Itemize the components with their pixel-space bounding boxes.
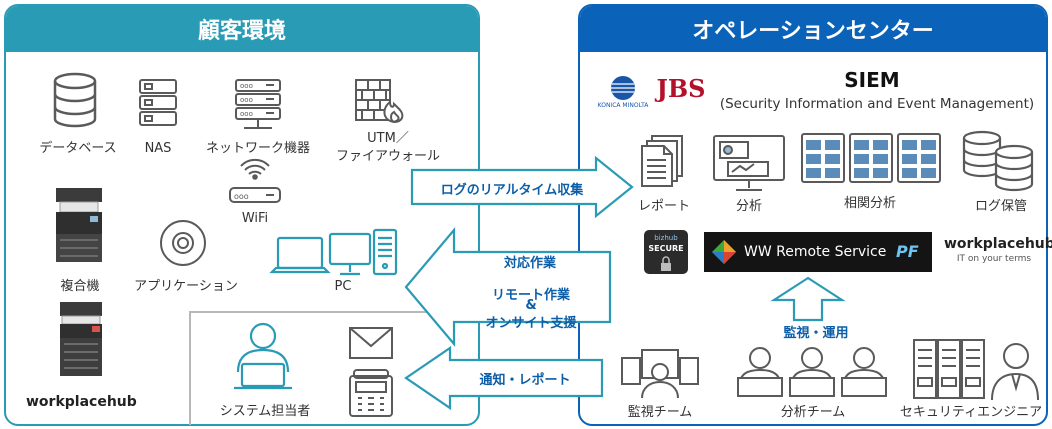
ww-remote-service-logo: WW Remote Service PF <box>704 232 932 272</box>
pc-label: PC <box>334 279 352 294</box>
application-label: アプリケーション <box>134 279 238 294</box>
system-admin-icon <box>234 322 292 390</box>
workplace-hub-tagline: IT on your terms <box>956 254 1032 264</box>
svg-text:ooo: ooo <box>240 96 253 104</box>
wifi-router-icon: ooo <box>229 158 281 203</box>
security-engineer-label: セキュリティエンジニア <box>899 405 1043 420</box>
analysis-monitor-icon <box>713 135 785 191</box>
ww-remote-pf-text: PF <box>896 242 919 261</box>
correlation-analysis-icon <box>801 133 941 183</box>
utm-label-2: ファイアウォール <box>335 149 440 164</box>
remote-line2: & <box>525 298 537 313</box>
remote-line3: オンサイト支援 <box>485 316 577 331</box>
nas-label: NAS <box>144 141 172 156</box>
notify-label: 通知・レポート <box>479 373 571 388</box>
jbs-logo: JBS <box>656 74 706 103</box>
log-storage-label: ログ保管 <box>974 199 1027 214</box>
correlation-analysis-label: 相関分析 <box>843 196 896 211</box>
mail-icon <box>349 327 393 359</box>
ww-remote-emblem-icon <box>712 240 736 264</box>
response-label: 対応作業 <box>503 256 556 271</box>
monitor-ops-up-arrow <box>770 276 846 322</box>
system-admin-label: システム担当者 <box>219 404 311 419</box>
workplace-hub-device-icon <box>60 302 102 376</box>
network-equipment-label: ネットワーク機器 <box>205 141 310 156</box>
report-documents-icon <box>641 135 683 187</box>
analysis-team-label: 分析チーム <box>780 405 846 420</box>
pc-icon <box>269 228 398 276</box>
nas-icon <box>139 79 177 126</box>
svg-text:ooo: ooo <box>240 82 253 90</box>
bizhub-secure-logo: bizhub SECURE <box>644 230 688 274</box>
konica-minolta-text: KONICA MINOLTA <box>597 102 649 109</box>
network-equipment-icon: ooo ooo ooo <box>235 79 281 129</box>
wifi-label: WiFi <box>241 211 269 226</box>
monitoring-team-icon <box>621 349 699 399</box>
database-label: データベース <box>39 141 117 156</box>
log-storage-icon <box>962 130 1034 192</box>
database-icon <box>53 72 97 128</box>
bizhub-secure-line1: bizhub <box>654 234 678 242</box>
monitor-ops-label: 監視・運用 <box>783 326 849 341</box>
security-engineer-icon <box>913 339 1039 401</box>
analysis-team-icon <box>737 347 887 397</box>
utm-label-1: UTM／ <box>367 131 409 146</box>
monitoring-team-label: 監視チーム <box>627 405 693 420</box>
firewall-icon <box>355 79 404 124</box>
log-collection-label: ログのリアルタイム収集 <box>440 183 584 198</box>
siem-subtitle: (Security Information and Event Manageme… <box>719 96 1035 112</box>
operation-panel-title: オペレーションセンター <box>580 6 1046 52</box>
svg-text:ooo: ooo <box>234 192 249 201</box>
ww-remote-service-text: WW Remote Service <box>744 244 887 260</box>
report-label: レポート <box>637 199 690 214</box>
konica-minolta-logo <box>611 76 635 100</box>
lock-icon <box>661 256 671 271</box>
application-disc-icon <box>160 220 206 266</box>
mfp-printer-icon <box>56 188 102 262</box>
analysis-label: 分析 <box>735 199 762 214</box>
remote-line1: リモート作業 <box>491 288 570 303</box>
notify-arrow <box>404 345 604 411</box>
log-collection-arrow <box>410 155 634 219</box>
phone-icon <box>349 369 393 417</box>
workplace-hub-logo-customer: workplacehub <box>26 394 137 410</box>
svg-text:ooo: ooo <box>240 110 253 118</box>
customer-panel-title: 顧客環境 <box>6 6 478 52</box>
mfp-label: 複合機 <box>60 279 100 294</box>
workplace-hub-logo-operation: workplacehub <box>944 236 1052 252</box>
siem-title: SIEM <box>844 68 900 92</box>
bizhub-secure-line2: SECURE <box>648 244 684 253</box>
response-arrow <box>404 226 612 348</box>
